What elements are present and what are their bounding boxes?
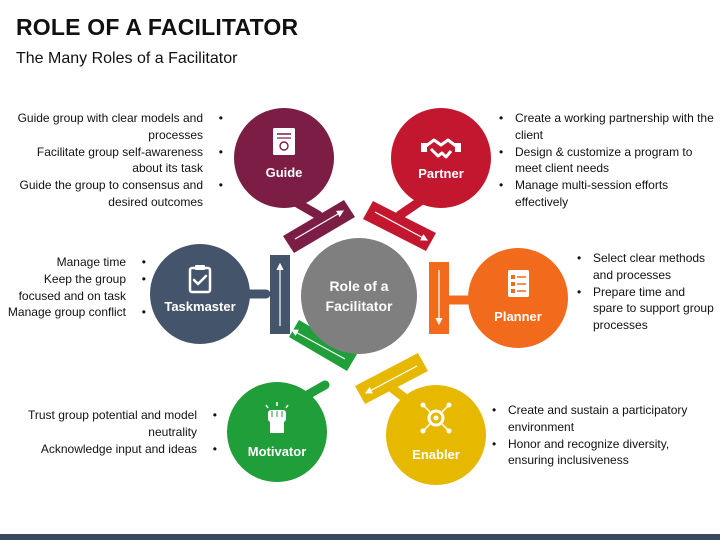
list-item: Acknowledge input and ideas xyxy=(20,441,217,458)
list-item: Prepare time and spare to support group … xyxy=(577,284,715,334)
list-item: Trust group potential and model neutrali… xyxy=(20,407,217,441)
arrow-segment-taskmaster xyxy=(270,255,290,334)
planner-bullets: Select clear methods and processes Prepa… xyxy=(577,250,715,334)
arrow-segment-guide xyxy=(283,200,355,253)
page-title: ROLE OF A FACILITATOR xyxy=(16,14,299,40)
guide-label: Guide xyxy=(266,165,303,180)
motivator-label: Motivator xyxy=(248,444,307,459)
list-item: Design & customize a program to meet cli… xyxy=(499,144,714,178)
page-subtitle: The Many Roles of a Facilitator xyxy=(16,50,238,67)
arrow-segment-motivator xyxy=(289,320,357,371)
list-item: Honor and recognize diversity, ensuring … xyxy=(492,436,714,470)
handshake-icon xyxy=(421,138,461,159)
list-item: Create a working partnership with the cl… xyxy=(499,110,714,144)
motivator-bullets: Trust group potential and model neutrali… xyxy=(20,407,217,457)
planner-node: Planner xyxy=(468,248,568,348)
enabler-node: Enabler xyxy=(386,385,486,485)
center-node: Role of a Facilitator xyxy=(301,238,417,354)
guide-bullets: Guide group with clear models and proces… xyxy=(8,110,223,211)
taskmaster-node: Taskmaster xyxy=(150,244,250,344)
arrow-segment-enabler xyxy=(355,353,428,404)
enabler-label: Enabler xyxy=(412,447,460,462)
list-item: Select clear methods and processes xyxy=(577,250,715,284)
list-item: Guide the group to consensus and desired… xyxy=(8,177,223,211)
partner-node: Partner xyxy=(391,108,491,208)
planner-label: Planner xyxy=(494,309,542,324)
book-icon xyxy=(273,128,295,155)
list-item: Manage multi-session efforts effectively xyxy=(499,177,714,211)
center-label-line1: Role of a xyxy=(329,278,388,294)
list-item: Keep the group focused and on task xyxy=(6,271,146,305)
guide-node: Guide xyxy=(234,108,334,208)
checklist-icon xyxy=(508,270,529,297)
list-item: Manage group conflict xyxy=(6,304,146,321)
arrow-segment-planner xyxy=(429,262,449,334)
gear-network-icon xyxy=(420,402,452,434)
center-label-line2: Facilitator xyxy=(326,298,393,314)
partner-bullets: Create a working partnership with the cl… xyxy=(499,110,714,211)
taskmaster-label: Taskmaster xyxy=(164,299,235,314)
enabler-bullets: Create and sustain a participatory envir… xyxy=(492,402,714,469)
footer-bar xyxy=(0,534,720,540)
partner-label: Partner xyxy=(418,166,464,181)
raised-fist-icon xyxy=(265,402,289,433)
taskmaster-bullets: Manage time Keep the group focused and o… xyxy=(6,254,146,321)
list-item: Facilitate group self-awareness about it… xyxy=(8,144,223,178)
clipboard-check-icon xyxy=(188,265,212,294)
arrow-segment-partner xyxy=(363,201,436,251)
list-item: Manage time xyxy=(6,254,146,271)
list-item: Create and sustain a participatory envir… xyxy=(492,402,714,436)
list-item: Guide group with clear models and proces… xyxy=(8,110,223,144)
motivator-node: Motivator xyxy=(227,382,327,482)
